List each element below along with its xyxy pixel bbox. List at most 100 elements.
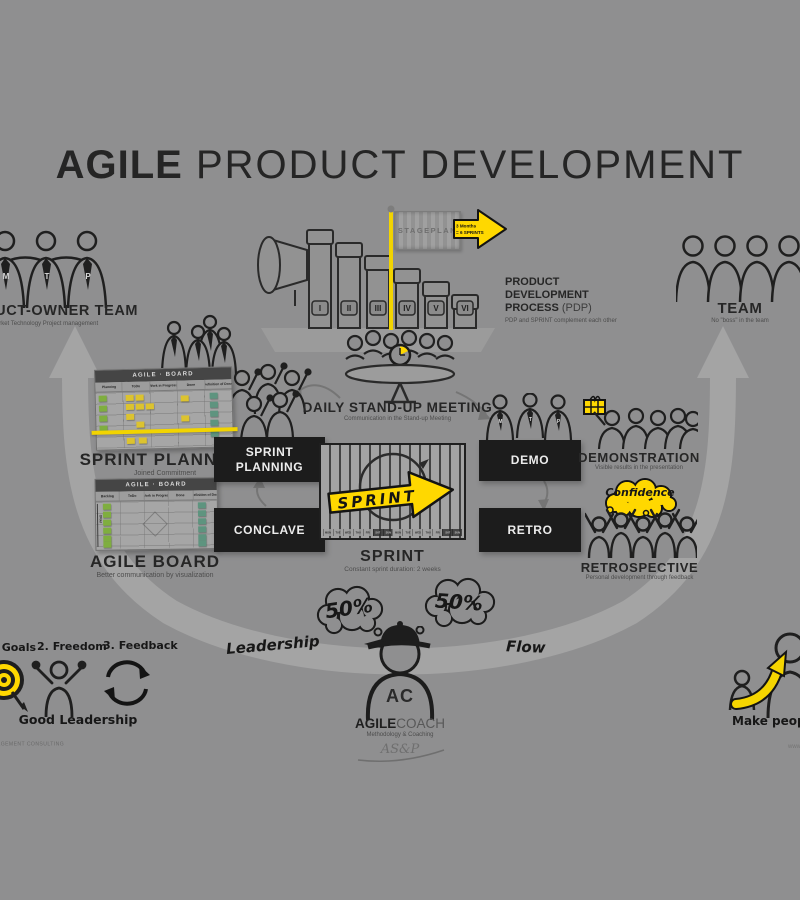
confidence-label: Confidence [605,486,675,499]
demo-tie-m: M [498,419,502,425]
retrospective-group [585,508,697,558]
board1-col-dod: Definition of Done [203,382,232,387]
left-up-arrowhead [49,326,101,378]
board2-col-wip: Work in Progress [143,493,169,498]
freedom-figure-icon [31,660,87,717]
grow-figures [728,632,800,718]
board1-col-wip: Work in Progress [149,383,177,388]
team-title: TEAM [717,300,763,317]
consulting-footer: ÖDER MANAGEMENT CONSULTING [0,742,65,748]
tie-letter-t: T [45,272,50,281]
website-footer: www [788,744,800,750]
goals-target-icon [0,660,28,712]
pdp-name: PRODUCT DEVELOPMENT PROCESS (PDP) PDP an… [505,276,640,324]
tie-letter-p: P [85,272,91,281]
stageplan-sign: STAGEPLAN [394,211,461,250]
agile-board-title: AGILE BOARD [90,552,220,571]
arrow-text-2: = 6 SPRINTS [456,230,484,235]
stage-VI: VI [461,304,469,313]
title-bold: AGILE [55,143,183,187]
pole-knob [387,205,395,213]
coach-name-regular: COACH [396,716,446,731]
freedom-label: 2. Freedom [37,640,107,653]
goals-text: Goals [1,641,37,654]
agile-board-subtitle: Better communication by visualization [96,572,214,579]
owner-team-figures: M T P [0,230,108,309]
board2-col-backlog: Backlog [100,494,115,498]
standup-table-graphic [344,329,456,404]
coach-name: AGILECOACH [330,716,470,731]
board1-body [91,389,238,449]
stage-numerals: I II III IV V VI [311,300,474,316]
demonstration-group [583,395,698,449]
title-regular: PRODUCT DEVELOPMENT [182,143,745,187]
freedom-num: 2. [37,640,49,653]
board2-body: PRIO [95,500,218,549]
prio-axis [96,503,102,547]
demonstration-title: DEMONSTRATION [578,450,700,465]
agile-board: AGILE · BOARD Backlog ToDo Work in Progr… [94,477,219,551]
page-title: AGILE PRODUCT DEVELOPMENT [0,143,800,188]
board2-col-done: Done [176,493,185,497]
megaphone-icon [257,236,308,306]
months-arrow: 3 Months = 6 SPRINTS [453,209,507,249]
cap-icon [364,621,431,650]
pdp-name-paren: (PDP) [561,302,592,315]
owner-team-title: PRODUCT-OWNER TEAM [0,303,139,319]
coach-badge: AC [386,686,414,706]
asp-logo: AS&P [380,742,420,757]
gift-icon [583,395,606,415]
standup-subtitle: Communication in the Stand-up Meeting [343,416,452,422]
goals-label: 1. Goals [0,641,36,654]
demo-box: DEMO [479,440,581,481]
team-subtitle: No "boss" in the team [711,318,769,324]
retrospective-title: RETROSPECTIVE [580,560,699,575]
board1-col-done: Done [186,383,196,387]
left-thought-cloud [316,585,384,635]
stage-II: II [347,304,351,313]
right-up-arrowhead [697,326,749,378]
grow-caption: Make people grow [732,714,800,728]
pdp-stage-graphic: I II III IV V VI [257,205,495,352]
owner-team-subtitle: Market Technology Project management [0,321,99,327]
stage-I: I [319,304,321,313]
retro-box: RETRO [479,508,581,552]
demo-crowd: M T P [485,393,573,440]
feedback-num: 3. [103,639,115,652]
pdp-subtitle: PDP and SPRINT complement each other [505,317,617,324]
pdp-name-2: DEVELOPMENT [505,289,589,302]
standup-table [344,363,456,385]
feedback-label: 3. Feedback [103,639,178,652]
team-figures [676,235,800,302]
coach-subtitle: Methodology & Coaching [366,732,434,738]
flow-band-label: Flow [505,637,546,657]
asp-logo-swoosh [357,749,445,762]
good-leadership-caption: Good Leadership [18,712,138,727]
conclave-box: CONCLAVE [214,508,325,552]
stageplan-label: STAGEPLAN [397,226,458,235]
arrow-text-1: 3 Months [456,224,477,229]
standup-title: DAILY STAND-UP MEETING [302,400,493,415]
pdp-name-3: PROCESS [505,302,562,315]
sprint-planning-title: SPRINT PLANNING [79,450,251,469]
agile-coach-figure [364,621,435,720]
sprint-subtitle: Constant sprint duration: 2 weeks [344,566,441,573]
right-thought-cloud [424,577,496,628]
demonstration-subtitle: Visible results in the presentation [595,465,683,471]
freedom-text: Freedom [52,640,107,653]
pdp-name-1: PRODUCT [505,276,560,288]
sprint-planning-subtitle: Joined Commitment [133,470,197,477]
coach-name-bold: AGILE [354,716,397,731]
tie-letter-m: M [3,272,10,281]
stage-V: V [433,304,439,313]
board2-watermark [142,511,168,537]
sprint-arrow-graphic: SPRINT [327,452,455,522]
sprint-title: SPRINT [360,548,425,565]
stageplan-pole [389,206,393,330]
feedback-cycle-icon [104,660,150,706]
stage-IV: IV [403,304,411,313]
